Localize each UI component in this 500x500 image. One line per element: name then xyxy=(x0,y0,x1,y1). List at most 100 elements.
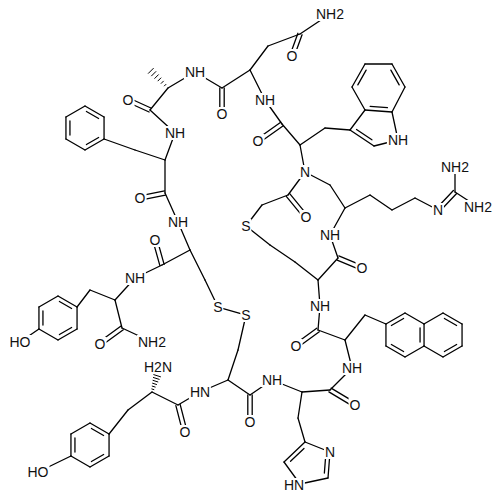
atom-label: NH2 xyxy=(137,335,167,349)
bond-line xyxy=(152,72,156,76)
bond-line xyxy=(74,438,75,452)
atom-label: O xyxy=(349,398,362,412)
bond-line xyxy=(164,160,165,193)
bond-line xyxy=(91,455,103,462)
bond-line xyxy=(291,448,304,461)
bond-line xyxy=(365,63,392,64)
atom-label: NH xyxy=(319,228,341,242)
bond-line xyxy=(59,301,71,308)
bond-line xyxy=(318,258,338,280)
atom-label: O xyxy=(252,134,265,148)
atom-label: O xyxy=(300,210,313,224)
bond-line xyxy=(424,313,443,324)
bond-line xyxy=(365,315,386,324)
bond-line xyxy=(59,328,71,335)
bond-line xyxy=(150,88,168,110)
bond-line xyxy=(69,121,70,135)
atom-label: NH xyxy=(261,373,283,387)
bond-line xyxy=(161,81,163,83)
bond-line xyxy=(295,262,318,280)
bond-line xyxy=(77,290,90,307)
bond-line xyxy=(318,330,345,340)
atom-label: O xyxy=(122,93,135,107)
atom-label: S xyxy=(240,308,251,322)
bond-line xyxy=(424,346,443,357)
bond-line xyxy=(391,70,399,85)
bond-line xyxy=(370,195,392,210)
bond-line xyxy=(386,346,405,357)
bond-line xyxy=(85,106,104,117)
bond-line xyxy=(365,110,392,112)
bond-line xyxy=(302,390,330,392)
bond-line xyxy=(153,380,158,382)
atom-label: O xyxy=(179,425,192,439)
bond-line xyxy=(86,111,98,118)
bond-line xyxy=(345,195,370,208)
bond-line xyxy=(443,313,462,324)
bond-line xyxy=(419,328,420,342)
bond-line xyxy=(228,380,250,395)
bond-line xyxy=(90,290,115,300)
atom-label: S xyxy=(212,300,223,314)
bond-line xyxy=(85,139,104,150)
bond-line xyxy=(392,198,415,210)
atom-label: NH2 xyxy=(463,200,493,214)
atom-label: O xyxy=(149,233,162,247)
bond-line xyxy=(148,68,153,73)
bond-line xyxy=(90,423,109,434)
bond-line xyxy=(262,195,288,205)
atom-label: O xyxy=(134,191,147,205)
atom-label: HO xyxy=(27,465,50,479)
bond-line xyxy=(357,130,372,140)
bond-line xyxy=(58,296,77,307)
atom-label: N xyxy=(299,165,311,179)
bond-line xyxy=(370,106,387,107)
bond-line xyxy=(65,117,66,139)
atom-label: O xyxy=(244,415,257,429)
bond-line xyxy=(39,296,58,307)
bond-line xyxy=(392,87,405,112)
atom-label: O xyxy=(356,261,369,275)
bond-line xyxy=(228,350,238,380)
bond-line xyxy=(282,124,300,145)
bond-line xyxy=(250,46,268,70)
bond-line xyxy=(66,106,85,117)
atom-label: NH2 xyxy=(440,160,470,174)
atom-label: NH xyxy=(254,93,276,107)
bond-line xyxy=(444,345,456,352)
bond-line xyxy=(391,345,403,352)
bond-line xyxy=(190,250,205,280)
bond-line xyxy=(222,70,250,88)
bond-line xyxy=(90,456,109,467)
atom-label: N xyxy=(432,203,444,217)
bond-line xyxy=(298,392,302,418)
bond-line xyxy=(70,434,71,456)
bond-line xyxy=(405,346,424,357)
bond-line xyxy=(405,313,424,324)
bond-line xyxy=(91,428,103,435)
bond-line xyxy=(155,75,159,79)
bond-line xyxy=(352,87,365,110)
bond-line xyxy=(391,318,403,325)
atom-label: O xyxy=(290,339,303,353)
bond-line xyxy=(71,423,90,434)
bond-line xyxy=(345,315,365,340)
bond-line xyxy=(104,139,135,150)
atom-label: H2N xyxy=(143,360,173,374)
bond-line xyxy=(385,324,386,346)
bond-line xyxy=(109,410,128,434)
bond-line xyxy=(71,456,90,467)
bond-line xyxy=(325,128,350,130)
atom-label: O xyxy=(286,49,299,63)
bond-line xyxy=(39,329,58,340)
bond-line xyxy=(284,442,305,462)
atom-label: N xyxy=(324,445,336,459)
bond-line xyxy=(152,392,178,405)
atom-label: NH xyxy=(164,126,186,140)
bond-line xyxy=(461,324,462,346)
bond-line xyxy=(103,117,104,139)
bond-line xyxy=(42,311,43,325)
bond-line xyxy=(108,434,109,456)
atom-label: O xyxy=(94,337,107,351)
